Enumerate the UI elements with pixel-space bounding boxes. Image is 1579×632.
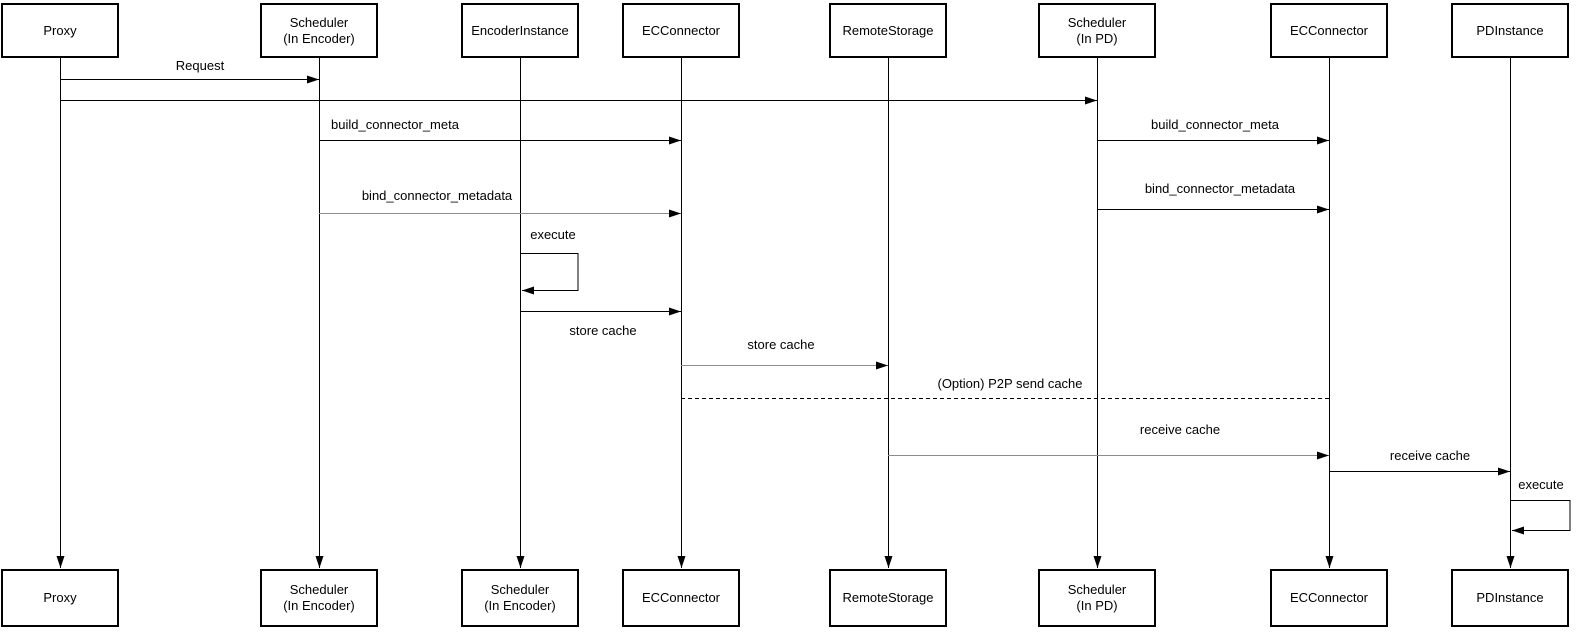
actor-top-box-encoder-instance: EncoderInstance (461, 3, 579, 58)
message-label: (Option) P2P send cache (937, 376, 1083, 391)
message-label: bind_connector_metadata (361, 188, 513, 203)
self-call-arrow-encoder-instance (520, 253, 579, 295)
actor-top-box-ec-connector-pd: ECConnector (1270, 3, 1388, 58)
actor-bottom-box-remote-storage: RemoteStorage (829, 569, 947, 627)
actor-top-box-pd-instance: PDInstance (1451, 3, 1569, 58)
actor-bottom-box-encoder-instance: Scheduler (In Encoder) (461, 569, 579, 627)
actor-top-box-scheduler-encoder: Scheduler (In Encoder) (260, 3, 378, 58)
message-label: receive cache (1139, 422, 1221, 437)
message-label: Request (175, 58, 225, 73)
message-label: execute (1518, 477, 1564, 492)
message-label: store cache (569, 323, 637, 338)
actor-bottom-box-pd-instance: PDInstance (1451, 569, 1569, 627)
actor-bottom-box-ec-connector-encoder: ECConnector (622, 569, 740, 627)
actor-top-box-remote-storage: RemoteStorage (829, 3, 947, 58)
actor-bottom-box-scheduler-encoder: Scheduler (In Encoder) (260, 569, 378, 627)
message-label: bind_connector_metadata (1144, 181, 1296, 196)
actor-top-box-proxy: Proxy (1, 3, 119, 58)
message-label: build_connector_meta (331, 117, 459, 132)
actor-bottom-box-proxy: Proxy (1, 569, 119, 627)
message-label: store cache (747, 337, 815, 352)
actor-top-box-scheduler-pd: Scheduler (In PD) (1038, 3, 1156, 58)
actor-top-box-ec-connector-encoder: ECConnector (622, 3, 740, 58)
self-call-arrow-pd-instance (1510, 500, 1571, 535)
message-label: receive cache (1389, 448, 1471, 463)
message-label: execute (530, 227, 576, 242)
actor-bottom-box-scheduler-pd: Scheduler (In PD) (1038, 569, 1156, 627)
actor-bottom-box-ec-connector-pd: ECConnector (1270, 569, 1388, 627)
message-label: build_connector_meta (1151, 117, 1279, 132)
